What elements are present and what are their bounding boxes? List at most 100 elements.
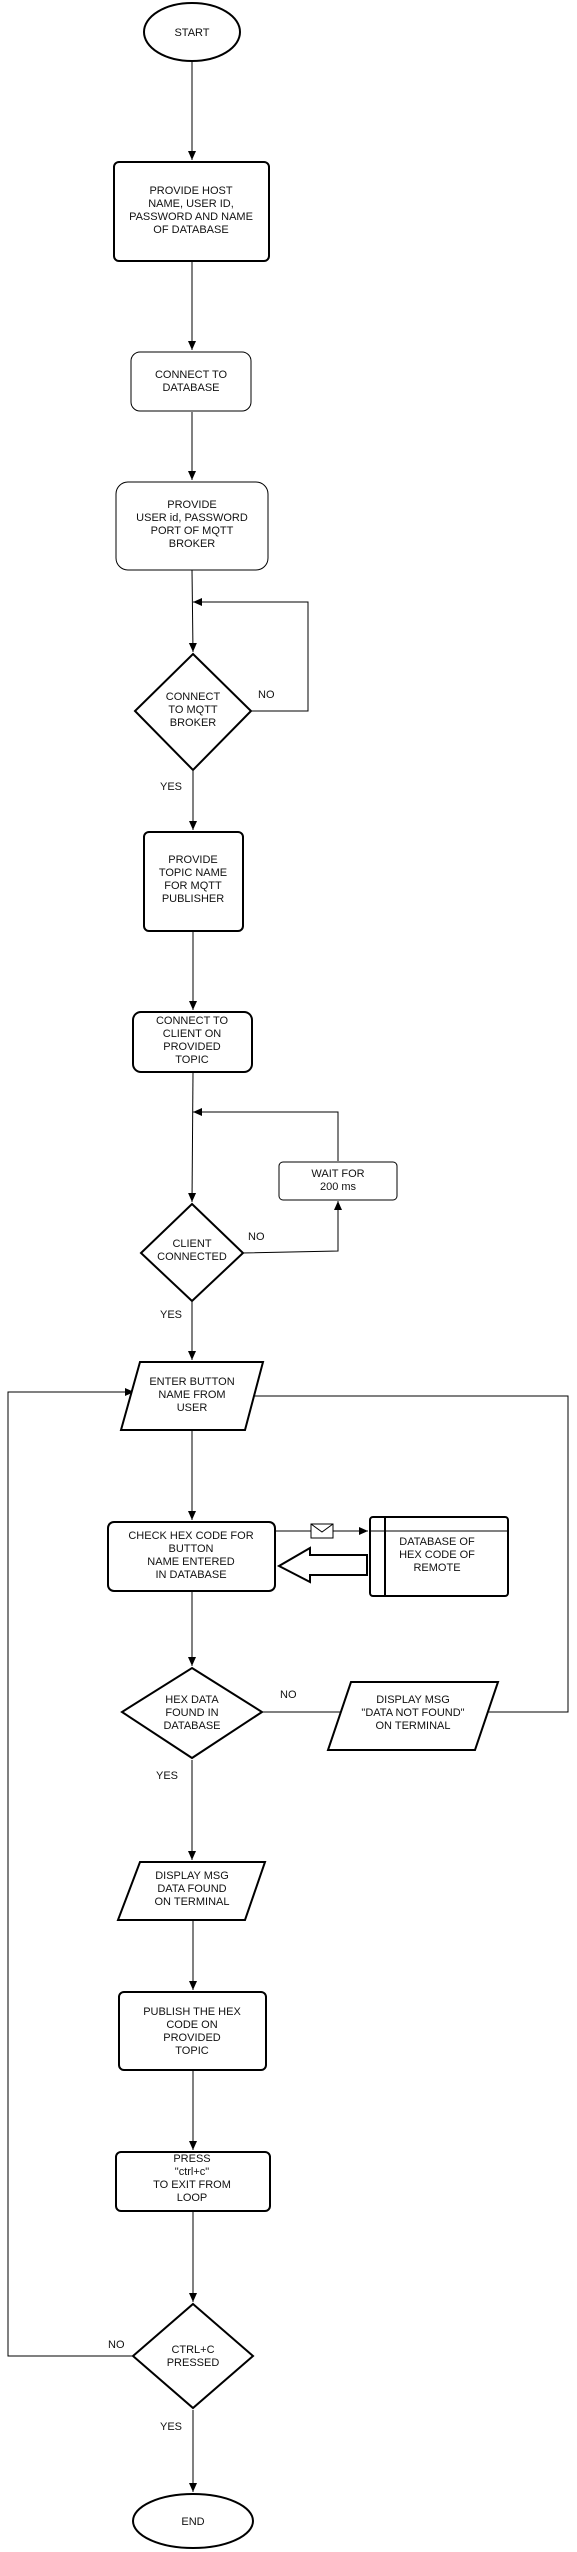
label-line: REMOTE: [413, 1562, 460, 1574]
label-line: BUTTON: [168, 1543, 213, 1555]
label-line: WAIT FOR: [311, 1168, 364, 1180]
node-start: START: [143, 2, 241, 62]
label-line: CONNECT TO: [156, 1015, 229, 1027]
edge-label-client-yes: YES: [160, 1309, 182, 1321]
label-line: PASSWORD AND NAME: [129, 211, 253, 223]
label-line: PRESS: [173, 2153, 210, 2165]
edge-label-ctrl-no: NO: [108, 2339, 125, 2351]
node-end-label: END: [181, 2516, 204, 2528]
label-line: END: [181, 2516, 204, 2528]
label-line: PROVIDE: [168, 854, 218, 866]
node-not-found-label: DISPLAY MSG"DATA NOT FOUND"ON TERMINAL: [361, 1694, 464, 1732]
envelope-icon: [310, 1523, 334, 1539]
label-line: NAME FROM: [158, 1389, 225, 1401]
label-line: CODE ON: [166, 2019, 217, 2031]
label-line: PROVIDED: [163, 1041, 221, 1053]
label-line: BROKER: [169, 538, 216, 550]
edge-not-found-loop-back: [245, 1392, 569, 1713]
label-line: PORT OF MQTT: [151, 525, 234, 537]
label-line: PRESSED: [167, 2357, 220, 2369]
label-line: USER: [177, 1402, 208, 1414]
edge-label-mqtt-yes: YES: [160, 781, 182, 793]
label-line: IN DATABASE: [155, 1569, 226, 1581]
label-line: OF DATABASE: [153, 224, 228, 236]
label-line: NAME ENTERED: [147, 1556, 234, 1568]
label-line: TOPIC NAME: [159, 867, 227, 879]
edge-label-client-no: NO: [248, 1231, 265, 1243]
label-line: CLIENT ON: [163, 1028, 222, 1040]
label-line: CONNECT: [166, 691, 221, 703]
label-line: DATABASE OF: [399, 1536, 475, 1548]
label-line: DATABASE: [162, 382, 219, 394]
label-line: CONNECTED: [157, 1251, 227, 1263]
edge-client-no-to-wait: [241, 1201, 342, 1254]
node-not-found: DISPLAY MSG"DATA NOT FOUND"ON TERMINAL: [326, 1681, 500, 1751]
label-line: PROVIDE HOST: [149, 185, 232, 197]
edge-label-ctrl-yes: YES: [160, 2421, 182, 2433]
label-line: START: [174, 27, 209, 39]
label-line: "DATA NOT FOUND": [361, 1707, 464, 1719]
edge-label-hex-no: NO: [280, 1689, 297, 1701]
label-line: PROVIDED: [163, 2032, 221, 2044]
edge-label-mqtt-no: NO: [258, 689, 275, 701]
label-line: PUBLISHER: [162, 893, 224, 905]
label-line: "ctrl+c": [175, 2166, 209, 2178]
label-line: TOPIC: [175, 2045, 208, 2057]
label-line: CONNECT TO: [155, 369, 228, 381]
edge-mqtt-no-loop: [193, 598, 309, 712]
label-line: TOPIC: [175, 1054, 208, 1066]
label-line: PROVIDE: [167, 499, 217, 511]
label-line: FOUND IN: [165, 1707, 218, 1719]
edge-wait-loop-back: [193, 1108, 339, 1161]
label-line: CLIENT: [172, 1238, 211, 1250]
label-line: CTRL+C: [171, 2344, 214, 2356]
label-line: TO MQTT: [168, 704, 218, 716]
label-line: DATABASE: [163, 1720, 220, 1732]
edge-label-hex-yes: YES: [156, 1770, 178, 1782]
edges: [7, 62, 569, 2492]
label-line: LOOP: [177, 2192, 208, 2204]
label-line: CHECK HEX CODE FOR: [128, 1530, 253, 1542]
label-line: DISPLAY MSG: [376, 1694, 450, 1706]
node-start-label: START: [174, 27, 209, 39]
label-line: HEX DATA: [165, 1694, 219, 1706]
label-line: NAME, USER ID,: [148, 198, 234, 210]
label-line: 200 ms: [320, 1181, 357, 1193]
node-end: END: [132, 2493, 254, 2549]
label-line: DISPLAY MSG: [155, 1870, 229, 1882]
label-line: FOR MQTT: [164, 880, 222, 892]
label-line: TO EXIT FROM: [153, 2179, 231, 2191]
label-line: USER id, PASSWORD: [136, 512, 248, 524]
edge-ctrl-no-loop-back: [7, 1388, 134, 2357]
hollow-arrow-icon: [276, 1546, 368, 1584]
